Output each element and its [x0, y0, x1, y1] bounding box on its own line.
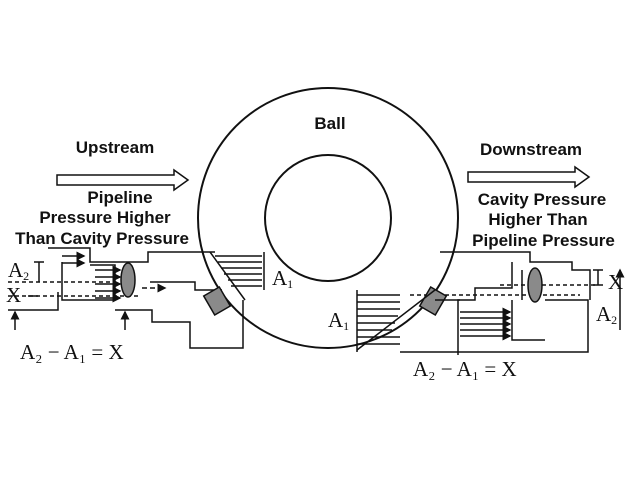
ball-label: Ball	[314, 114, 346, 133]
downstream-condition-line-1: Cavity Pressure	[477, 190, 607, 209]
downstream-a2-label: A2	[596, 302, 618, 327]
downstream-seat-insert	[418, 285, 448, 317]
downstream-x-label: X	[608, 270, 624, 294]
downstream-label: Downstream	[479, 140, 583, 159]
downstream-seat-assembly	[356, 251, 625, 355]
upstream-condition-line-3: Than Cavity Pressure	[15, 229, 189, 248]
downstream-condition-line-2: Higher Than	[488, 210, 588, 229]
downstream-housing	[440, 251, 591, 300]
upstream-seat-assembly	[8, 247, 265, 349]
ball	[197, 87, 459, 349]
downstream-o-ring	[527, 267, 543, 303]
upstream-equation: A₂ − A₁ = X	[20, 340, 124, 364]
ball-bore-circle	[264, 154, 392, 282]
downstream-a1-label: A1	[328, 308, 350, 333]
upstream-x-label: X	[6, 283, 22, 307]
upstream-flow-arrow	[56, 168, 190, 192]
upstream-condition-line-1: Pipeline	[87, 188, 153, 207]
ball-outer-circle	[197, 87, 459, 349]
downstream-equation: A₂ − A₁ = X	[413, 357, 517, 381]
upstream-housing	[48, 247, 215, 263]
upstream-label: Upstream	[75, 138, 155, 157]
upstream-seat-insert	[202, 285, 232, 317]
upstream-a1-label: A1	[272, 266, 294, 291]
upstream-a2-label: A2	[8, 258, 30, 283]
upstream-condition-line-2: Pressure Higher	[39, 208, 171, 227]
upstream-o-ring	[120, 262, 136, 298]
downstream-flow-arrow	[467, 165, 591, 189]
downstream-condition-line-3: Pipeline Pressure	[472, 231, 615, 250]
